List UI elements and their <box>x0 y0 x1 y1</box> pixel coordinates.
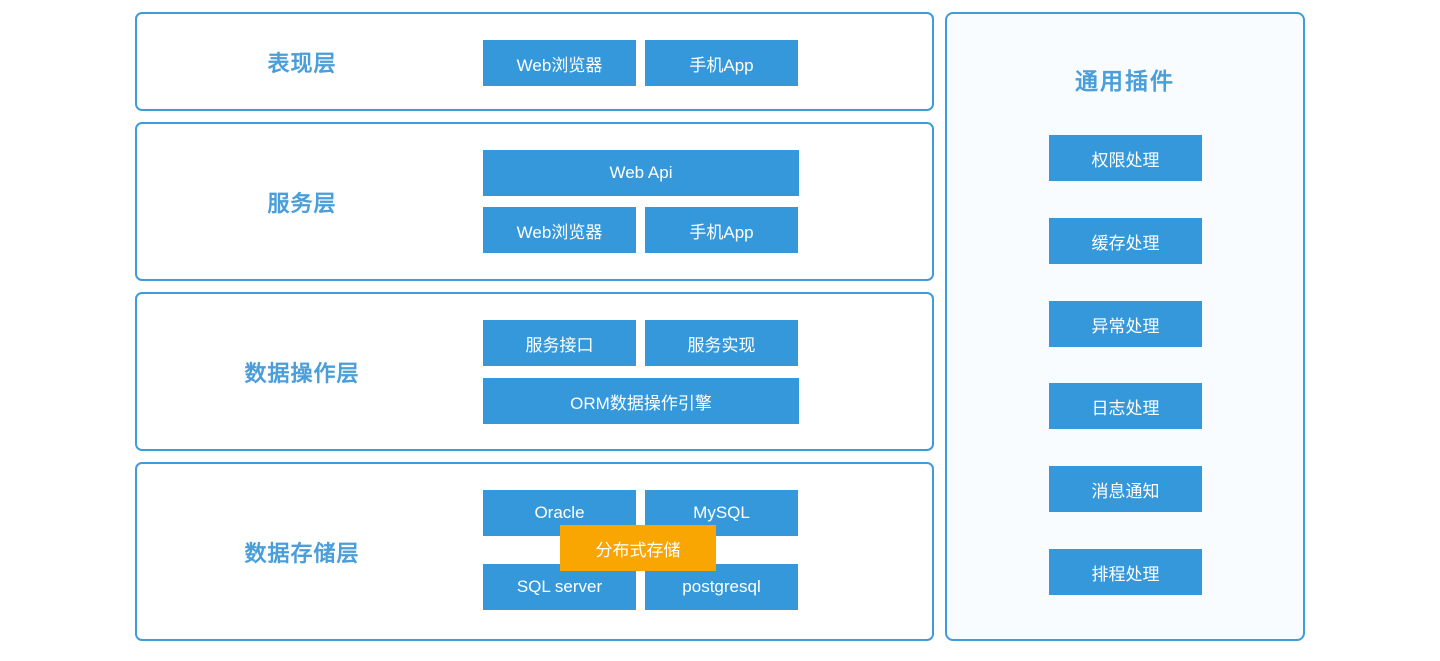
plugin-notification: 消息通知 <box>1049 466 1202 512</box>
common-plugins-panel: 通用插件 权限处理 缓存处理 异常处理 日志处理 消息通知 排程处理 <box>945 12 1305 641</box>
node-orm-engine: ORM数据操作引擎 <box>483 378 799 424</box>
plugin-cache: 缓存处理 <box>1049 218 1202 264</box>
layer-data-operation: 数据操作层 服务接口 服务实现 ORM数据操作引擎 <box>135 292 934 451</box>
plugin-exception: 异常处理 <box>1049 301 1202 347</box>
panel-title: 通用插件 <box>1075 68 1175 94</box>
node-web-api: Web Api <box>483 150 799 196</box>
plugin-permission: 权限处理 <box>1049 135 1202 181</box>
node-service-interface: 服务接口 <box>483 320 636 366</box>
layer-title-data-operation: 数据操作层 <box>244 360 360 386</box>
node-postgresql: postgresql <box>645 564 798 610</box>
node-web-browser: Web浏览器 <box>483 40 636 86</box>
node-mobile-app: 手机App <box>645 40 798 86</box>
node-mobile-app: 手机App <box>645 207 798 253</box>
plugin-schedule: 排程处理 <box>1049 549 1202 595</box>
plugin-log: 日志处理 <box>1049 383 1202 429</box>
node-web-browser: Web浏览器 <box>483 207 636 253</box>
layer-title-service: 服务层 <box>267 190 337 216</box>
node-distributed-storage: 分布式存储 <box>560 525 716 571</box>
layer-title-data-storage: 数据存储层 <box>244 540 360 566</box>
layer-title-presentation: 表现层 <box>267 50 337 76</box>
layer-service: 服务层 Web Api Web浏览器 手机App <box>135 122 934 281</box>
node-service-implementation: 服务实现 <box>645 320 798 366</box>
layer-data-storage: 数据存储层 Oracle MySQL SQL server postgresql… <box>135 462 934 641</box>
node-sql-server: SQL server <box>483 564 636 610</box>
layer-presentation: 表现层 Web浏览器 手机App <box>135 12 934 111</box>
